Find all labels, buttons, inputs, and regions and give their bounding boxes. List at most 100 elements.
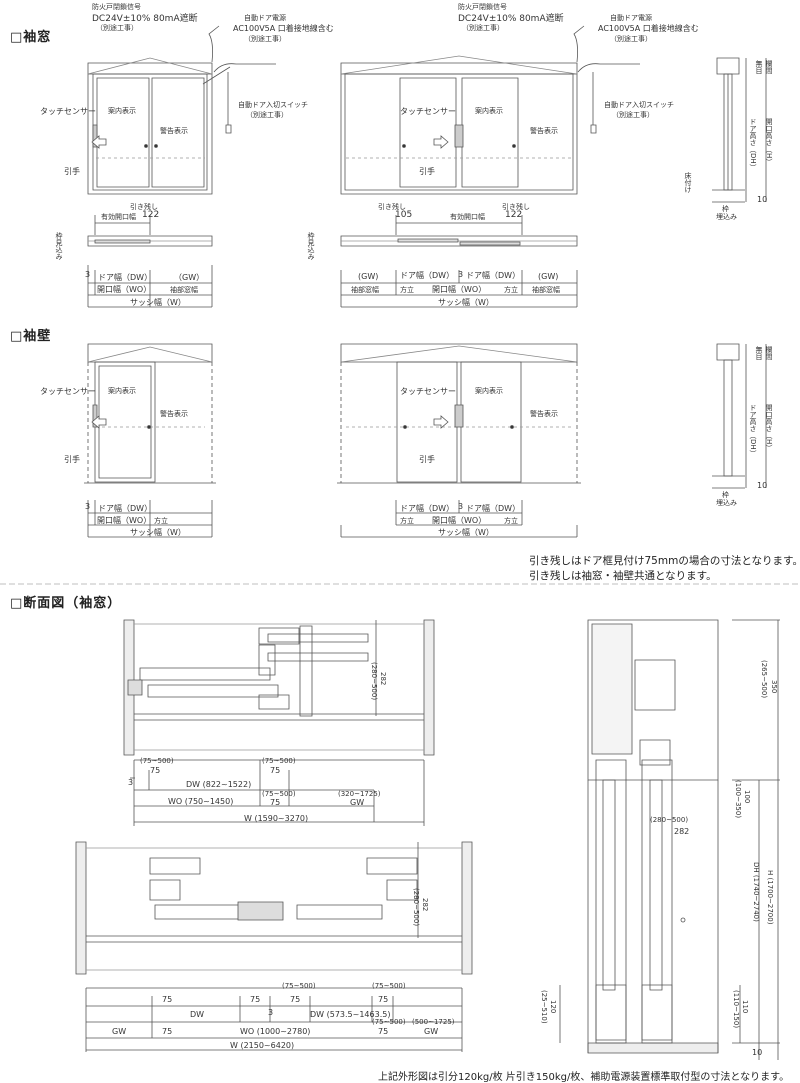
gw-label-3: (GW) bbox=[538, 272, 559, 281]
dim-10-2: 10 bbox=[757, 481, 768, 490]
guide-display-label-4: 案内表示 bbox=[475, 387, 503, 395]
footer-note: 上記外形図は引分120kg/枚 片引き150kg/枚、補助電源装置標準取付型の寸… bbox=[378, 1072, 790, 1083]
fire-signal-note-2: （別途工事） bbox=[462, 24, 504, 32]
overhead-label-2: 無目 bbox=[755, 346, 763, 360]
touch-sensor-label: タッチセンサー bbox=[40, 107, 96, 116]
dim-282-2: 282 bbox=[421, 898, 429, 912]
door-width-label-5: ドア幅（DW） bbox=[400, 504, 455, 513]
guide-display-label: 案内表示 bbox=[108, 107, 136, 115]
switch-title: 自動ドア入切スイッチ bbox=[238, 101, 308, 109]
dim-range-75-500-4: (75~500) bbox=[282, 982, 316, 990]
overhead-label: 無目 bbox=[755, 60, 763, 74]
dim-3-2: 3 bbox=[458, 270, 464, 279]
dim-110: 110 bbox=[741, 1000, 749, 1014]
frame-embed-label-2: 枠 bbox=[722, 491, 729, 499]
sodemado-double-plan bbox=[341, 215, 577, 307]
sash-width-label: サッシ幅（W） bbox=[130, 298, 186, 307]
door-height-label: ドア高さ（DH） bbox=[749, 118, 757, 171]
switch-note-2: （別途工事） bbox=[612, 111, 654, 119]
dim-range-110-150: (110~150) bbox=[732, 990, 740, 1029]
section-vertical bbox=[560, 620, 780, 1060]
dim-75-7: 75 bbox=[378, 995, 389, 1004]
section-title-danmen: □断面図（袖窓） bbox=[10, 596, 122, 611]
dim-3-6: 3 bbox=[268, 1008, 274, 1017]
dim-75-8: 75 bbox=[378, 1027, 389, 1036]
sodemado-double-elevation bbox=[341, 26, 640, 194]
dim-3-3: 3 bbox=[85, 502, 91, 511]
sash-glass-width-label-3: 袖部窓幅 bbox=[532, 286, 560, 294]
dim-75-2: 75 bbox=[270, 766, 281, 775]
opening-height-label: 開口高さ（H） bbox=[765, 118, 773, 166]
corner-label-4: 方立 bbox=[400, 517, 414, 525]
dim-range-75-500-2: (75~500) bbox=[262, 757, 296, 765]
section-single-plan bbox=[124, 620, 434, 826]
door-width-label-4: ドア幅（DW） bbox=[98, 504, 153, 513]
pull-handle-label-4: 引手 bbox=[419, 455, 435, 464]
door-width-label: ドア幅（DW） bbox=[98, 273, 153, 282]
dim-range-100-350: (100~350) bbox=[734, 780, 742, 819]
power-spec-2: AC100V5A 口着接地線含む bbox=[598, 24, 699, 33]
sash-width-label-2: サッシ幅（W） bbox=[438, 298, 494, 307]
section-title-sodekabe: □袖壁 bbox=[10, 329, 52, 344]
sodemado-single-plan bbox=[88, 215, 212, 307]
frame-depth-label-2: 枠見込み bbox=[307, 232, 315, 260]
dim-75-4: 75 bbox=[162, 995, 173, 1004]
fire-signal-title-2: 防火戸閉鎖信号 bbox=[458, 3, 507, 11]
transom-label-2: 欄間 bbox=[765, 346, 773, 360]
note-common: 引き残しは袖窓・袖壁共通となります。 bbox=[529, 570, 717, 582]
warning-display-label: 警告表示 bbox=[160, 127, 188, 135]
door-width-label-6: ドア幅（DW） bbox=[466, 504, 521, 513]
dim-10-3: 10 bbox=[752, 1048, 763, 1057]
pull-remain-label-2: 引き残し bbox=[378, 203, 406, 211]
dim-range-75-500-3: (75~500) bbox=[262, 790, 296, 798]
dim-10: 10 bbox=[757, 195, 768, 204]
dw-plain: DW bbox=[190, 1010, 205, 1019]
dw-range-2: DW (573.5~1463.5) bbox=[310, 1010, 391, 1019]
door-width-label-3: ドア幅（DW） bbox=[466, 271, 521, 280]
dim-282-3: 282 bbox=[674, 827, 690, 836]
gw-dim: GW bbox=[350, 798, 365, 807]
dim-75: 75 bbox=[150, 766, 161, 775]
dim-100: 100 bbox=[743, 790, 751, 804]
dim-75-5: 75 bbox=[250, 995, 261, 1004]
opening-width-label-4: 開口幅（WO） bbox=[432, 516, 487, 525]
dim-range-75-500: (75~500) bbox=[140, 757, 174, 765]
dim-range-280-500-3: (280~500) bbox=[650, 816, 689, 824]
note-pull-remain: 引き残しはドア框見付け75mmの場合の寸法となります。 bbox=[529, 555, 800, 567]
power-title-2: 自動ドア電源 bbox=[610, 14, 652, 22]
dim-75-6: 75 bbox=[290, 995, 301, 1004]
dim-350: 350 bbox=[770, 680, 778, 694]
fire-signal-title: 防火戸閉鎖信号 bbox=[92, 3, 141, 11]
corner-label-2: 方立 bbox=[504, 286, 518, 294]
power-title: 自動ドア電源 bbox=[244, 14, 286, 22]
touch-sensor-label-3: タッチセンサー bbox=[40, 387, 96, 396]
sodekabe-double-elevation bbox=[337, 344, 581, 537]
corner-label-5: 方立 bbox=[504, 517, 518, 525]
section-title-sodemado: □袖窓 bbox=[10, 30, 52, 45]
embed-label: 埋込み bbox=[716, 213, 737, 221]
sash-glass-width-label: 袖部窓幅 bbox=[170, 286, 198, 294]
dim-105: 105 bbox=[395, 210, 413, 220]
sodemado-side-section bbox=[712, 58, 766, 202]
sash-width-label-4: サッシ幅（W） bbox=[438, 528, 494, 537]
touch-sensor-label-4: タッチセンサー bbox=[400, 387, 456, 396]
section-double-plan bbox=[76, 842, 472, 1052]
dim-75-9: 75 bbox=[162, 1027, 173, 1036]
dim-range-265-500: (265~500) bbox=[760, 660, 768, 699]
dim-range-280-500: (280~500) bbox=[370, 662, 378, 701]
power-note: （別途工事） bbox=[244, 35, 286, 43]
guide-display-label-3: 案内表示 bbox=[108, 387, 136, 395]
w-range-small: W (1590~3270) bbox=[244, 814, 309, 823]
gw-dim-3: GW bbox=[112, 1027, 127, 1036]
fire-signal-spec-2: DC24V±10% 80mA遮断 bbox=[458, 14, 564, 24]
dim-120: 120 bbox=[549, 1000, 557, 1014]
dim-3: 3 bbox=[85, 270, 91, 279]
dim-3-4: 3 bbox=[458, 502, 464, 511]
door-width-label-2: ドア幅（DW） bbox=[400, 271, 455, 280]
dim-122: 122 bbox=[142, 210, 160, 220]
gw-dim-2: GW bbox=[424, 1027, 439, 1036]
pull-handle-label-2: 引手 bbox=[419, 167, 435, 176]
pull-handle-label-3: 引手 bbox=[64, 455, 80, 464]
pull-handle-label: 引手 bbox=[64, 167, 80, 176]
